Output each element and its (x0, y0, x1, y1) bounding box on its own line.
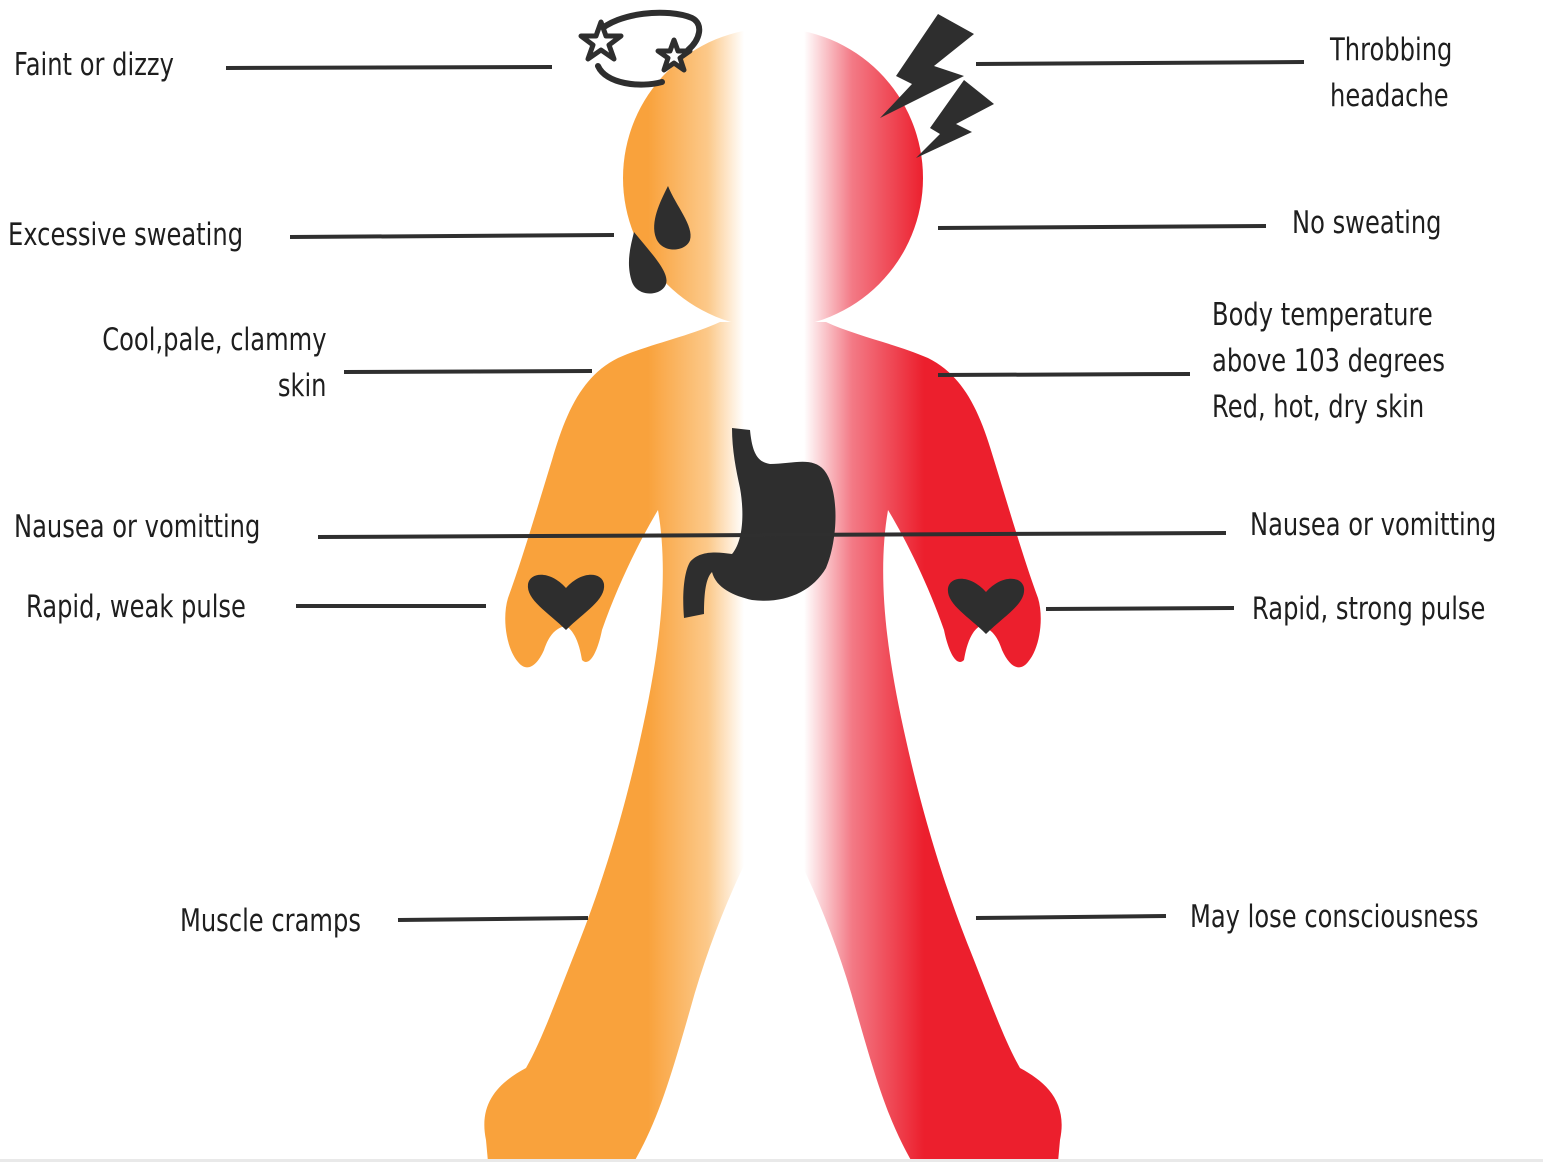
label-throbbing-headache: Throbbing headache (1330, 27, 1452, 119)
leader-line-strong-pulse (1046, 608, 1234, 609)
label-body-temperature: Body temperature above 103 degrees Red, … (1212, 292, 1445, 430)
leader-line-skin (344, 371, 592, 372)
leader-line-cramps (398, 918, 588, 920)
body-head (623, 28, 923, 328)
label-rapid-weak-pulse: Rapid, weak pulse (26, 584, 246, 630)
label-cool-pale-clammy-skin: Cool,pale, clammy skin (103, 317, 327, 409)
leader-line-sweating (290, 235, 614, 237)
label-no-sweating: No sweating (1292, 200, 1442, 246)
label-nausea-right: Nausea or vomitting (1250, 502, 1496, 548)
body-torso-arms-legs (484, 322, 1061, 1162)
leader-line-temperature (938, 374, 1190, 375)
leader-line-consciousness (976, 916, 1166, 918)
label-rapid-strong-pulse: Rapid, strong pulse (1252, 586, 1485, 632)
leader-line-no-sweat (938, 226, 1266, 228)
leader-line-faint (226, 67, 552, 68)
label-nausea-left: Nausea or vomitting (14, 504, 260, 550)
label-muscle-cramps: Muscle cramps (180, 898, 361, 944)
star-icon (581, 22, 621, 59)
label-excessive-sweating: Excessive sweating (8, 212, 243, 258)
label-faint-or-dizzy: Faint or dizzy (14, 42, 174, 88)
leader-line-headache (976, 62, 1304, 64)
leader-line-nausea (318, 533, 1226, 537)
label-may-lose-consciousness: May lose consciousness (1190, 894, 1478, 940)
